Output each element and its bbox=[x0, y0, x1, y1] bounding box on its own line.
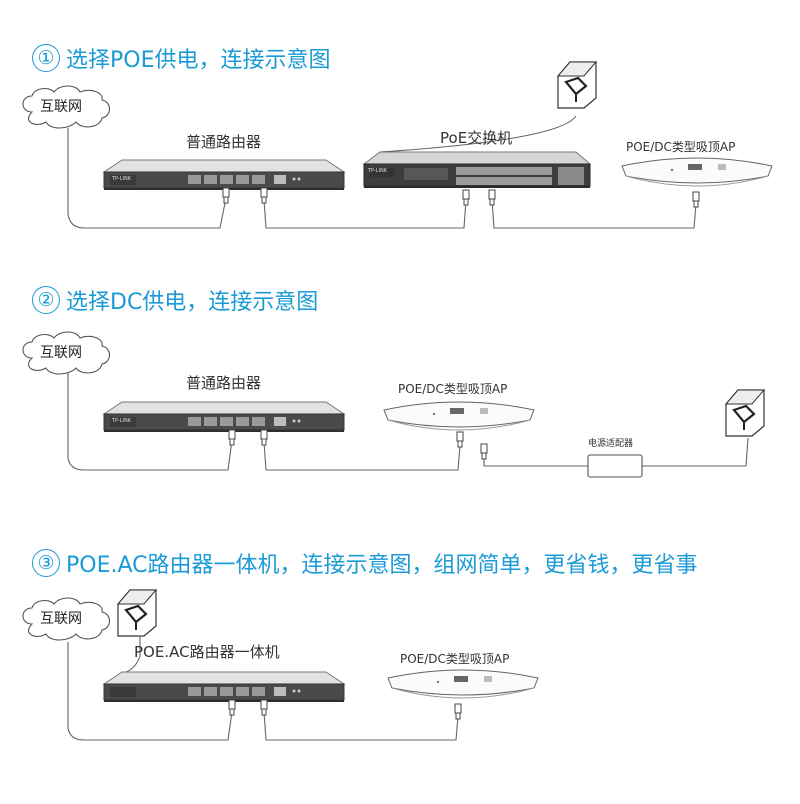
connector bbox=[456, 431, 464, 448]
connector bbox=[260, 699, 268, 716]
connector bbox=[228, 699, 236, 716]
section-title-text: 选择DC供电，连接示意图 bbox=[66, 290, 319, 315]
router-label: 普通路由器 bbox=[186, 374, 262, 392]
cable-switch-power bbox=[379, 115, 577, 153]
internet-label: 互联网 bbox=[40, 611, 82, 627]
brand-logo: TP-LINK bbox=[111, 418, 132, 424]
router-2 bbox=[103, 401, 345, 433]
router-1 bbox=[103, 159, 345, 191]
internet-label: 互联网 bbox=[40, 345, 82, 361]
connector bbox=[454, 703, 462, 720]
step-number: ② bbox=[32, 286, 60, 314]
cable-adapter-ap bbox=[483, 452, 588, 467]
brand-logo: TP-LINK bbox=[111, 176, 132, 182]
connector bbox=[462, 189, 470, 206]
cable-router-switch bbox=[263, 199, 467, 229]
brand-logo: TP-LINK bbox=[367, 168, 388, 174]
connector bbox=[222, 187, 230, 204]
internet-label: 互联网 bbox=[40, 99, 82, 115]
ceiling-ap-3 bbox=[387, 669, 539, 699]
cable-internet-router-3 bbox=[67, 642, 233, 741]
cable-switch-ap bbox=[491, 199, 697, 229]
power-plug-icon bbox=[116, 588, 158, 638]
section-3-diagram bbox=[22, 588, 539, 741]
power-adapter-icon bbox=[587, 454, 643, 478]
cable-internet-router-1 bbox=[67, 128, 227, 229]
ceiling-ap-2 bbox=[383, 401, 535, 431]
cable-router-ap bbox=[263, 441, 461, 471]
section-2-diagram bbox=[22, 331, 766, 478]
poe-switch bbox=[363, 151, 591, 189]
ap-label: POE/DC类型吸顶AP bbox=[400, 652, 510, 666]
connector bbox=[260, 187, 268, 204]
cable-adapter-plug bbox=[642, 437, 749, 467]
cable-router-power bbox=[125, 636, 141, 673]
connector bbox=[488, 189, 496, 206]
router-label: 普通路由器 bbox=[186, 133, 262, 151]
cable-router-ap-3 bbox=[263, 711, 459, 741]
connector bbox=[260, 429, 268, 446]
all-in-one-router bbox=[103, 671, 345, 703]
poe-switch-label: PoE交换机 bbox=[440, 129, 513, 147]
section-title-text: POE.AC路由器一体机，连接示意图，组网简单，更省钱，更省事 bbox=[66, 553, 698, 578]
power-plug-icon bbox=[724, 388, 766, 438]
power-adapter-label: 电源适配器 bbox=[588, 439, 634, 449]
all-in-one-label: POE.AC路由器一体机 bbox=[134, 643, 280, 661]
section-1-diagram bbox=[22, 60, 773, 229]
section-title-text: 选择POE供电，连接示意图 bbox=[66, 48, 331, 73]
step-number: ③ bbox=[32, 549, 60, 577]
step-number: ① bbox=[32, 44, 60, 72]
connector bbox=[228, 429, 236, 446]
ap-label: POE/DC类型吸顶AP bbox=[398, 382, 508, 396]
power-plug-icon bbox=[556, 60, 598, 110]
ap-label: POE/DC类型吸顶AP bbox=[626, 140, 736, 154]
connector bbox=[692, 191, 700, 208]
cable-internet-router-2 bbox=[67, 372, 233, 471]
ceiling-ap-1 bbox=[621, 157, 773, 187]
connector bbox=[480, 443, 488, 460]
